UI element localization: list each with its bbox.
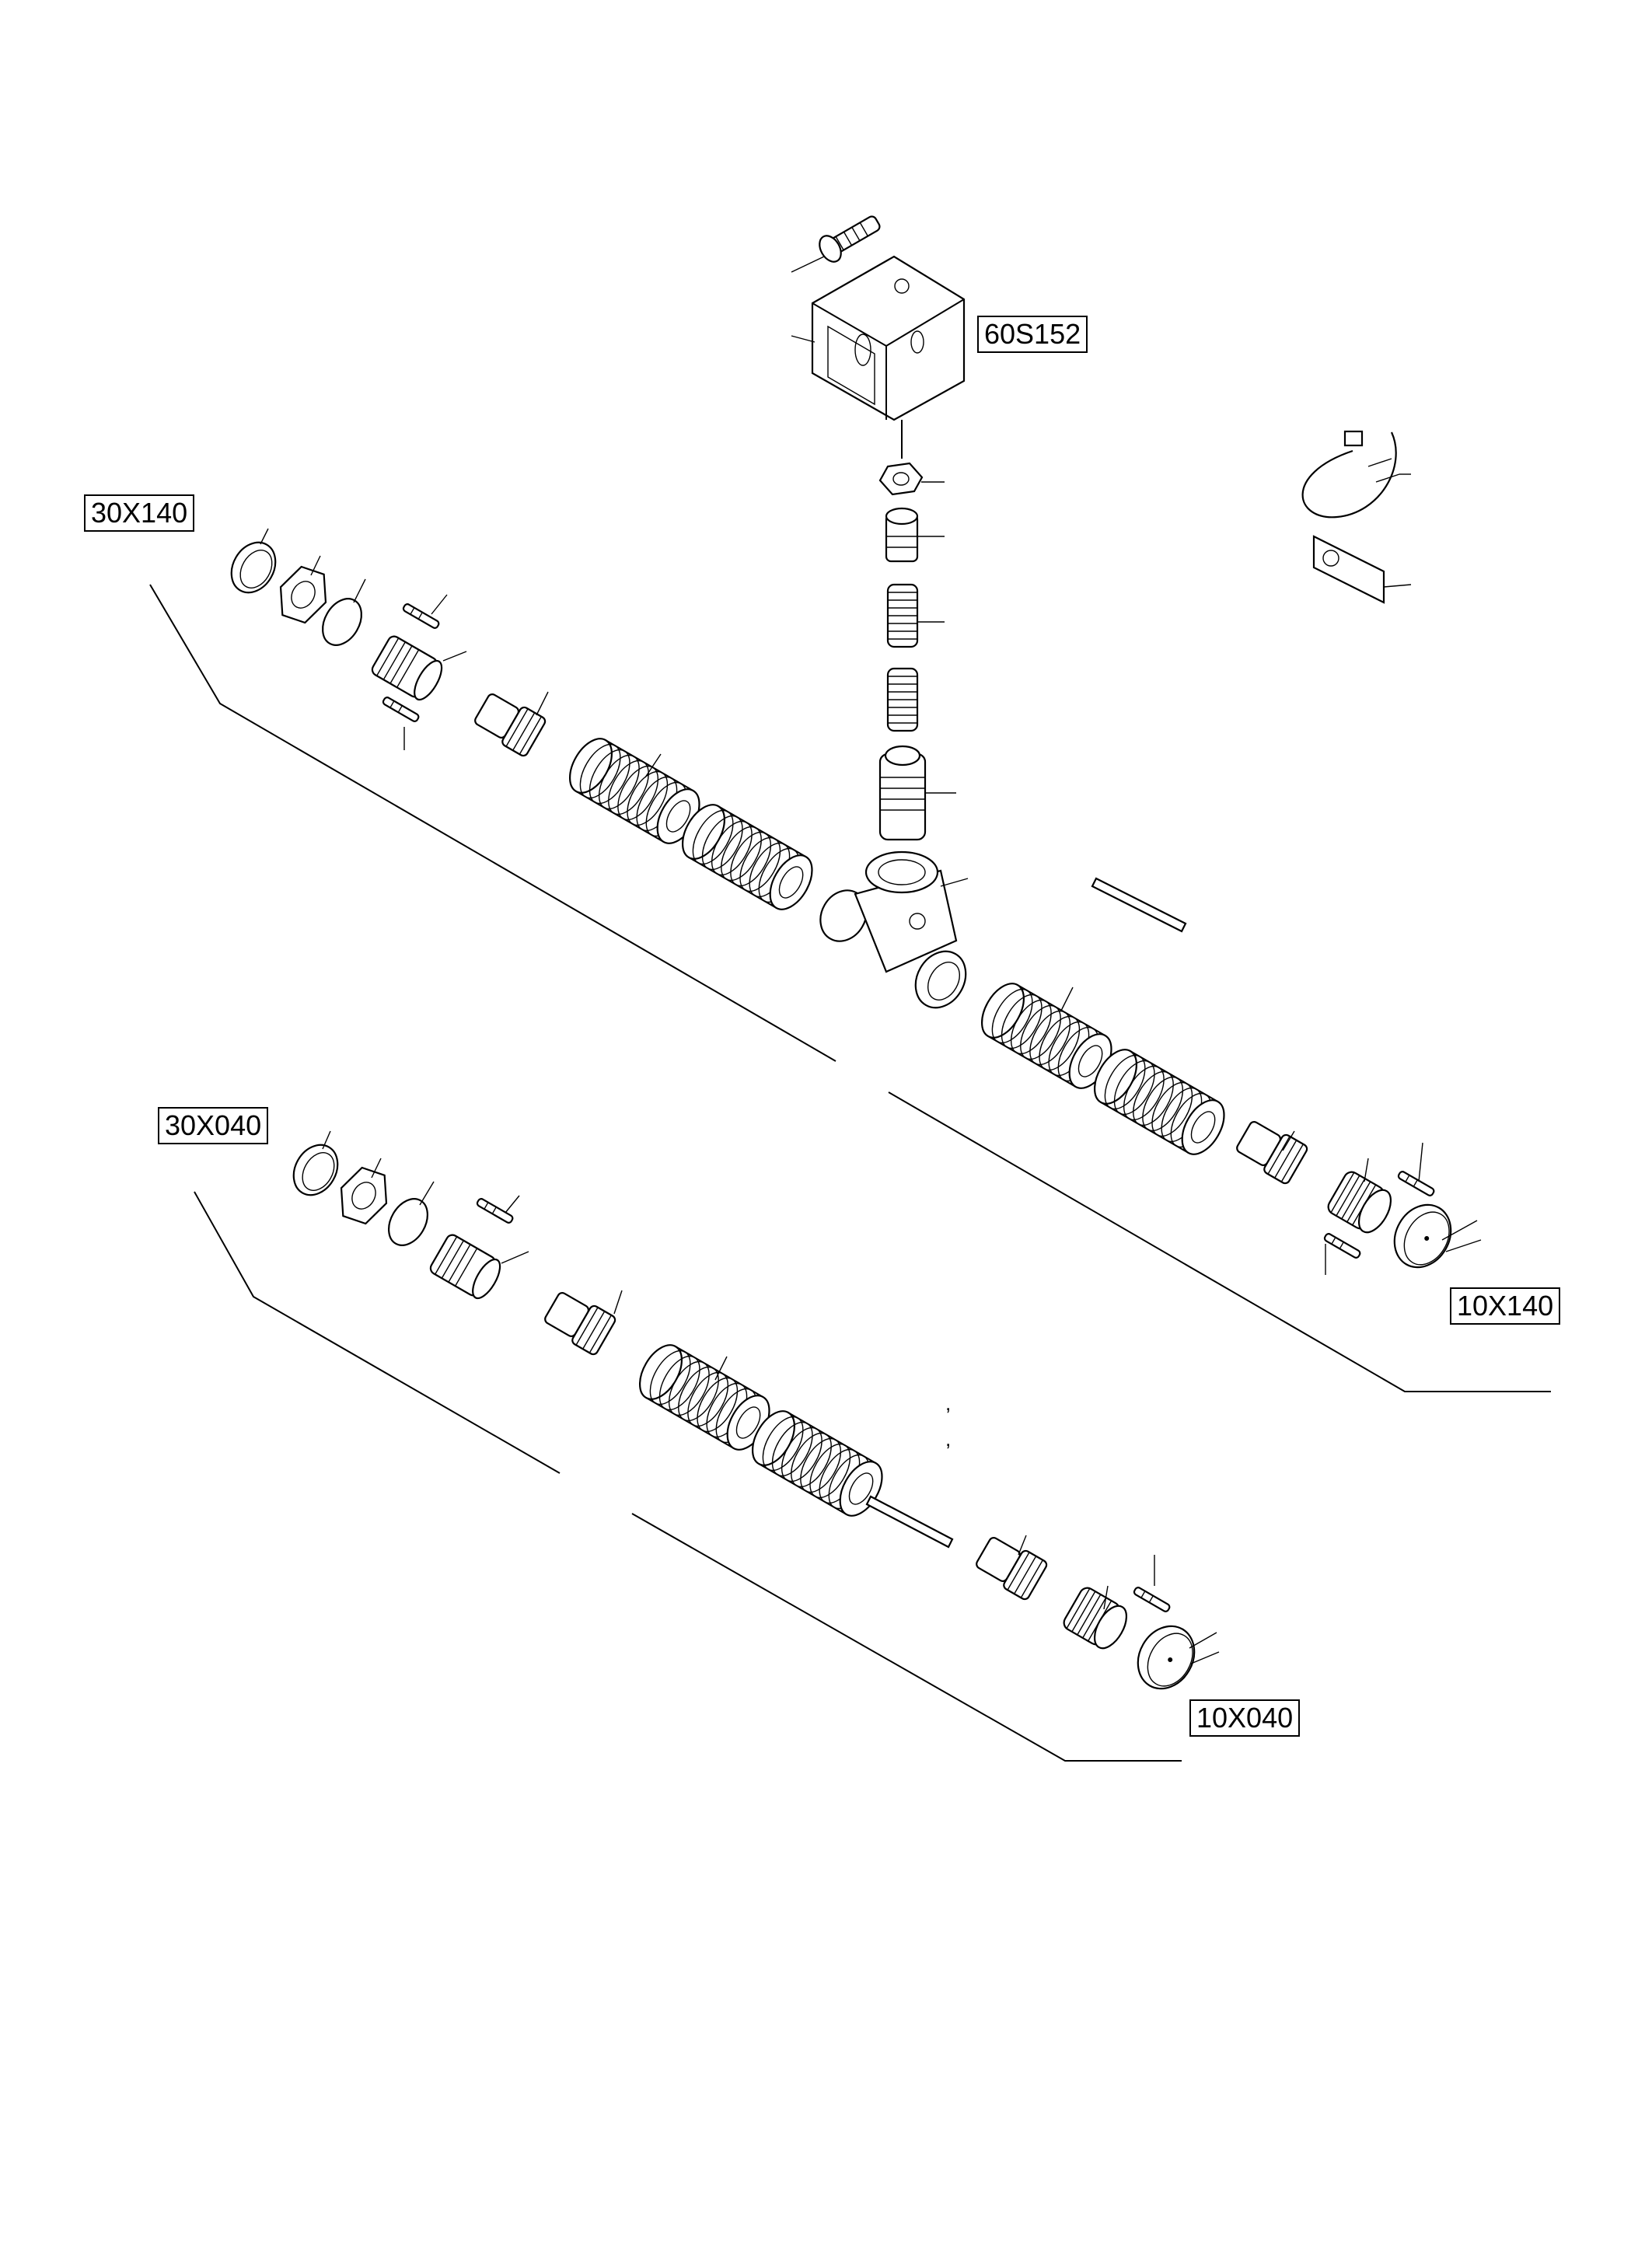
stray-comma-1: , [945,1392,952,1415]
label-30x140: 30X140 [84,494,195,532]
solenoid-stack [811,215,966,841]
solenoid-connector-box [811,255,966,421]
leader-lines [260,256,1482,1664]
label-tag [1312,535,1385,604]
stray-comma-2: , [945,1427,952,1451]
label-30x040: 30X040 [158,1107,269,1144]
lower-assembly [194,1136,1207,1762]
tee-body [819,850,967,1009]
label-10x140: 10X140 [1450,1287,1561,1325]
label-60s152: 60S152 [977,316,1088,353]
upper-assembly [149,533,1551,1392]
cable-tie [1301,430,1400,519]
label-10x040: 10X040 [1189,1699,1301,1737]
